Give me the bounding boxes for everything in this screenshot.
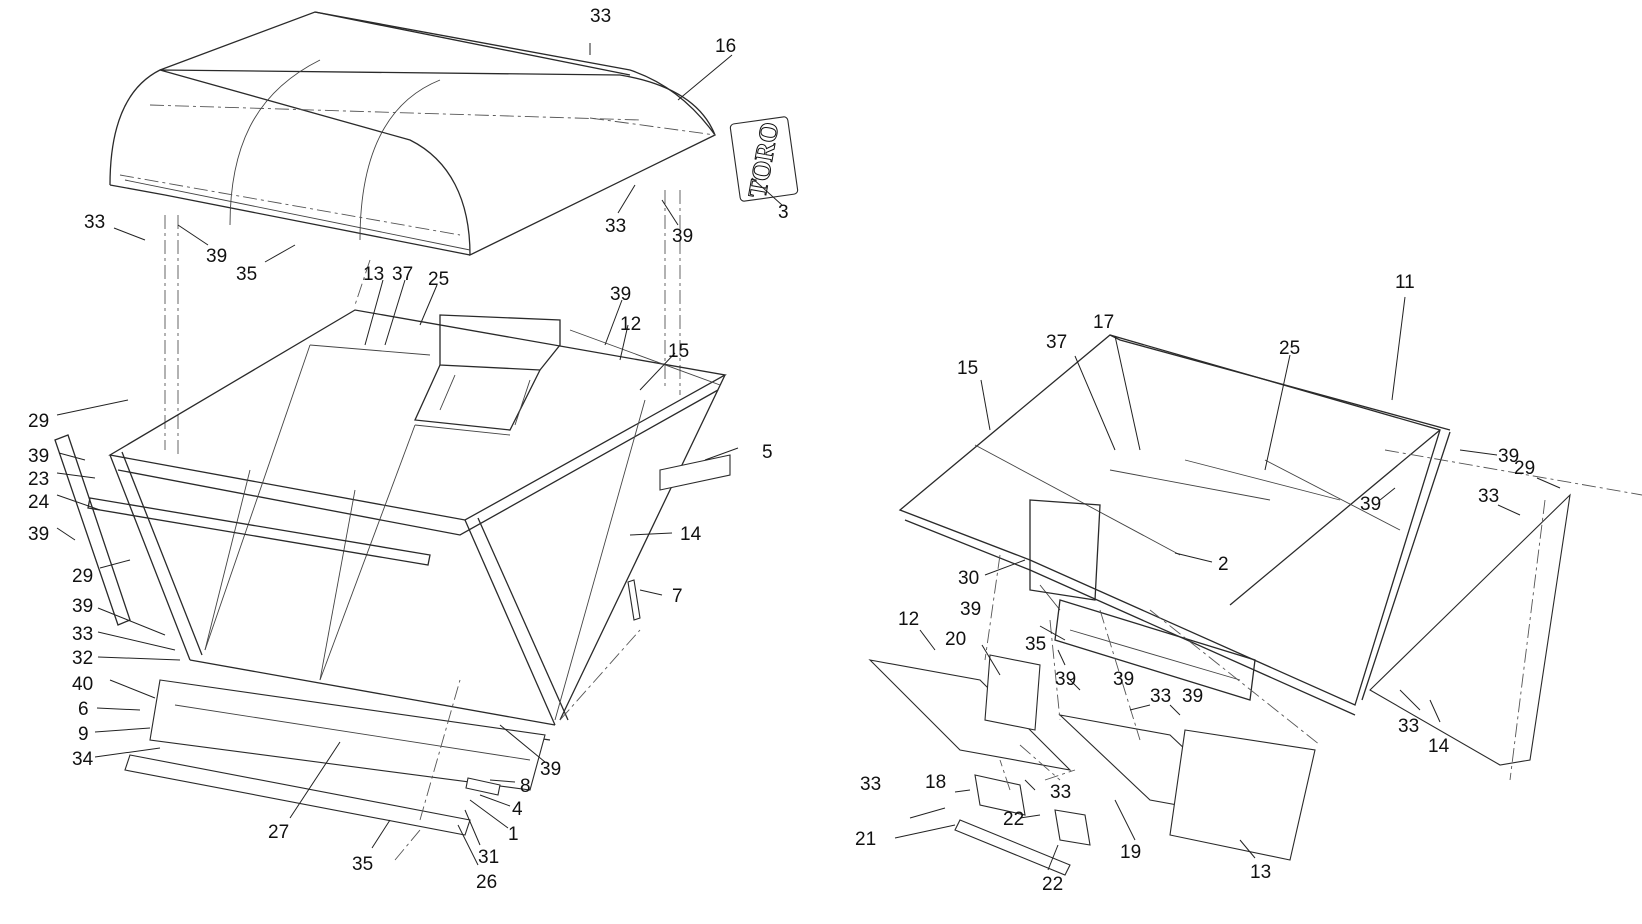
callout: 39 xyxy=(610,284,631,305)
callout: 13 xyxy=(363,264,384,285)
small-parts-right xyxy=(954,744,1091,876)
callout: 39 xyxy=(1498,446,1519,467)
callout: 12 xyxy=(898,609,919,630)
callout: 14 xyxy=(1428,736,1450,757)
callout: 5 xyxy=(762,442,773,463)
callout: 20 xyxy=(945,629,966,650)
callout: 26 xyxy=(476,872,497,893)
callout: 35 xyxy=(236,264,257,285)
callout: 33 xyxy=(84,212,105,233)
callout: 34 xyxy=(72,749,94,770)
callout: 6 xyxy=(78,699,89,720)
callout: 23 xyxy=(28,469,49,490)
callout: 22 xyxy=(1042,874,1063,895)
callout: 15 xyxy=(668,341,689,362)
callout: 1 xyxy=(508,824,519,845)
callout: 39 xyxy=(72,596,93,617)
left-callouts: 33 16 3 39 33 33 39 35 13 37 25 39 12 15… xyxy=(28,6,789,893)
callout: 33 xyxy=(72,624,93,645)
left-assembly: TORO xyxy=(28,6,799,893)
callout: 2 xyxy=(1218,554,1229,575)
callout: 19 xyxy=(1120,842,1141,863)
hopper-frame xyxy=(108,309,727,741)
callout: 18 xyxy=(925,772,946,793)
callout: 21 xyxy=(855,829,876,850)
callout: 17 xyxy=(1093,312,1114,333)
callout: 12 xyxy=(620,314,641,335)
callout: 39 xyxy=(960,599,981,620)
callout: 14 xyxy=(680,524,702,545)
callout: 39 xyxy=(1360,494,1381,515)
left-rails xyxy=(54,434,731,836)
right-assembly: 11 17 37 25 15 39 29 33 39 2 30 39 12 20… xyxy=(855,272,1642,895)
side-panel-right xyxy=(1369,449,1642,781)
callout: 22 xyxy=(1003,809,1024,830)
callout: 33 xyxy=(605,216,626,237)
callout: 31 xyxy=(478,847,499,868)
toro-decal: TORO xyxy=(729,116,799,202)
callout: 27 xyxy=(268,822,289,843)
callout: 33 xyxy=(1398,716,1419,737)
callout: 32 xyxy=(72,648,93,669)
callout: 29 xyxy=(72,566,93,587)
callout: 4 xyxy=(512,799,523,820)
callout: 39 xyxy=(540,759,561,780)
callout: 40 xyxy=(72,674,93,695)
callout: 39 xyxy=(206,246,227,267)
right-callouts: 11 17 37 25 15 39 29 33 39 2 30 39 12 20… xyxy=(855,272,1535,895)
hood-cover xyxy=(109,11,716,257)
lower-panels-right xyxy=(868,554,1321,861)
callout: 8 xyxy=(520,776,531,797)
callout: 3 xyxy=(778,202,789,223)
callout: 7 xyxy=(672,586,683,607)
callout: 39 xyxy=(28,524,49,545)
callout: 39 xyxy=(1113,669,1134,690)
callout: 25 xyxy=(1279,338,1300,359)
callout: 37 xyxy=(392,264,413,285)
callout: 39 xyxy=(1182,686,1203,707)
callout: 33 xyxy=(860,774,881,795)
callout: 33 xyxy=(1050,782,1071,803)
callout: 33 xyxy=(1150,686,1171,707)
callout: 25 xyxy=(428,269,449,290)
callout: 24 xyxy=(28,492,50,513)
callout: 15 xyxy=(957,358,978,379)
callout: 16 xyxy=(715,36,736,57)
callout: 29 xyxy=(28,411,49,432)
callout: 9 xyxy=(78,724,89,745)
callout: 35 xyxy=(1025,634,1046,655)
callout: 13 xyxy=(1250,862,1271,883)
hopper-frame-right xyxy=(898,334,1451,716)
callout: 11 xyxy=(1395,272,1415,293)
callout: 39 xyxy=(1055,669,1076,690)
callout: 33 xyxy=(1478,486,1499,507)
callout: 30 xyxy=(958,568,979,589)
callout: 37 xyxy=(1046,332,1067,353)
right-leader-lines xyxy=(894,296,1561,871)
left-leader-lines xyxy=(56,43,783,866)
callout: 35 xyxy=(352,854,373,875)
callout: 39 xyxy=(672,226,693,247)
callout: 33 xyxy=(590,6,611,27)
callout: 39 xyxy=(28,446,49,467)
callout: 29 xyxy=(1514,458,1535,479)
